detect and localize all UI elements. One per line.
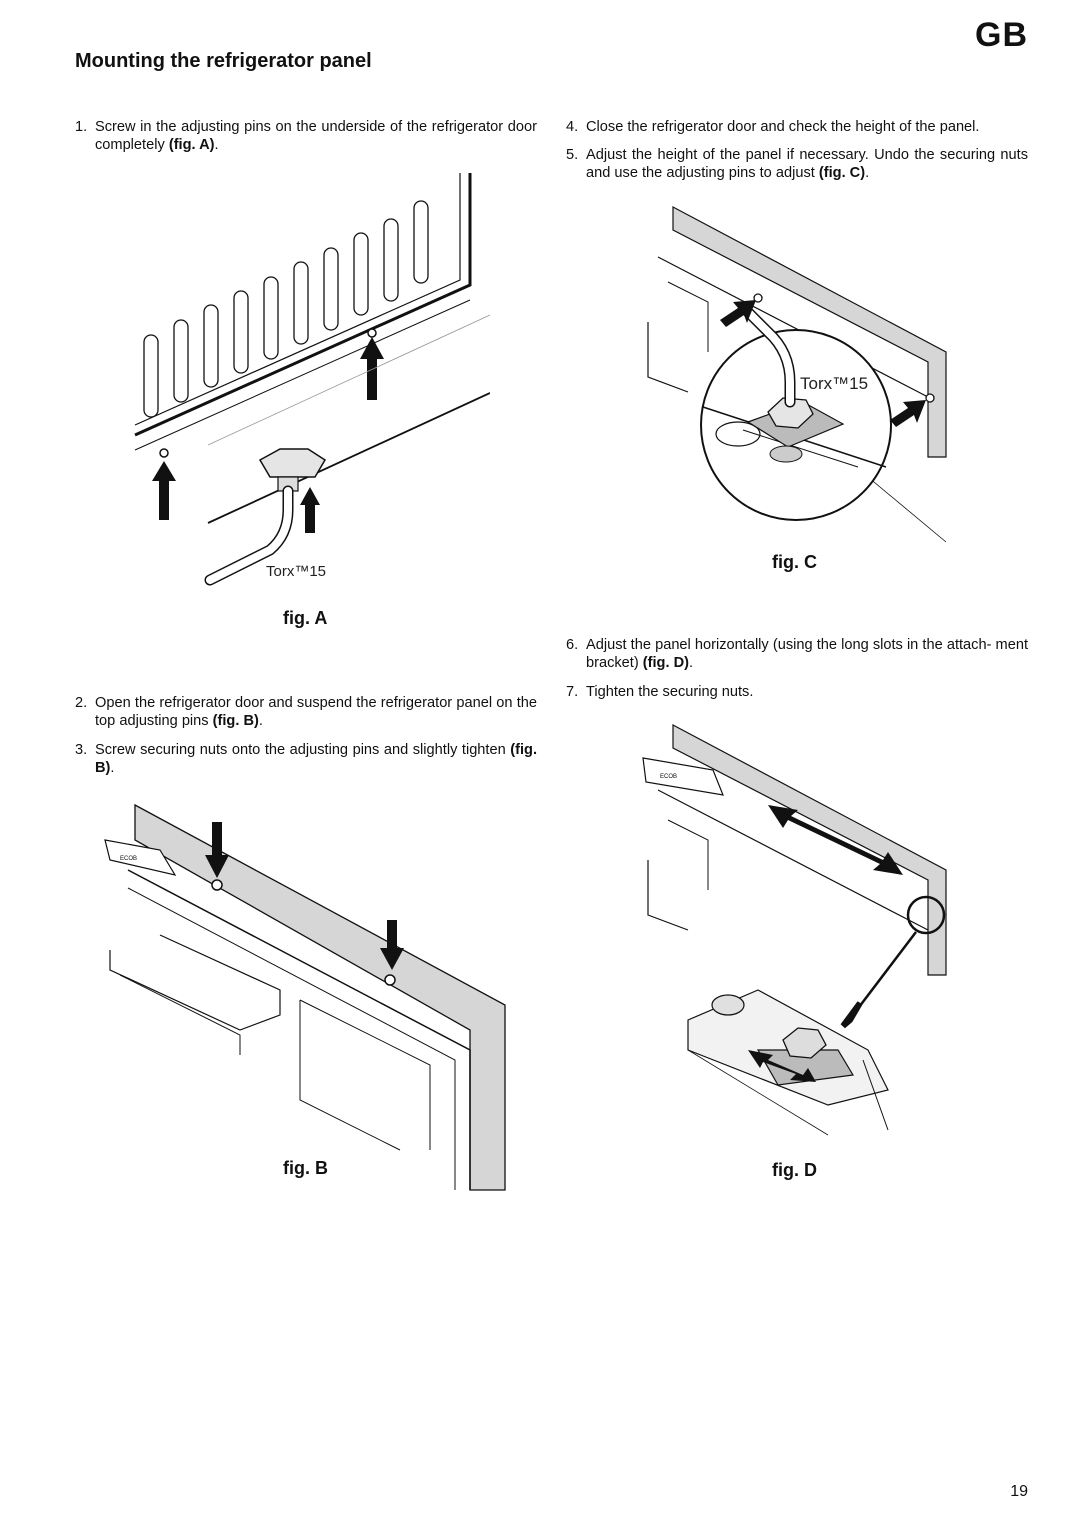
torx-label: Torx™15	[800, 374, 868, 393]
svg-text:ECOB: ECOB	[660, 774, 677, 780]
figure-c-caption: fig. C	[772, 552, 817, 572]
step-number: 6.	[566, 637, 579, 653]
figure-b-illustration: ECOB	[104, 803, 506, 1191]
step-number: 1.	[75, 119, 88, 135]
figure-d-illustration: ECOB	[642, 724, 947, 1136]
step-text: Tighten the securing nuts.	[586, 684, 754, 700]
step-number: 4.	[566, 119, 579, 135]
figure-b-caption: fig. B	[283, 1158, 328, 1178]
figure-c-illustration: Torx™15	[647, 206, 947, 543]
torx-label: Torx™15	[266, 563, 326, 580]
step-text: Open the refrigerator door and suspend t…	[95, 695, 537, 729]
step-5: 5. Adjust the height of the panel if nec…	[566, 146, 1028, 182]
step-number: 3.	[75, 742, 88, 758]
step-7: 7. Tighten the securing nuts.	[566, 683, 1028, 701]
step-2: 2. Open the refrigerator door and suspen…	[75, 694, 537, 730]
figure-a-illustration: Torx™15	[134, 173, 490, 586]
svg-text:ECOB: ECOB	[120, 856, 137, 862]
step-6: 6. Adjust the panel horizontally (using …	[566, 636, 1028, 672]
step-1: 1. Screw in the adjusting pins on the un…	[75, 118, 537, 154]
step-text: Close the refrigerator door and check th…	[586, 119, 980, 135]
step-number: 7.	[566, 684, 579, 700]
step-number: 2.	[75, 695, 88, 711]
step-text: Adjust the panel horizontally (using the…	[586, 637, 1028, 671]
step-3: 3. Screw securing nuts onto the adjustin…	[75, 741, 537, 777]
step-4: 4. Close the refrigerator door and check…	[566, 118, 1028, 136]
figure-a-caption: fig. A	[283, 608, 328, 628]
step-number: 5.	[566, 147, 579, 163]
page-title: Mounting the refrigerator panel	[75, 50, 372, 72]
figure-d-caption: fig. D	[772, 1160, 817, 1180]
language-code: GB	[975, 16, 1028, 54]
step-text: Screw securing nuts onto the adjusting p…	[95, 742, 537, 776]
page-number: 19	[1010, 1483, 1028, 1500]
step-text: Screw in the adjusting pins on the under…	[95, 119, 537, 153]
step-text: Adjust the height of the panel if necess…	[586, 147, 1028, 181]
